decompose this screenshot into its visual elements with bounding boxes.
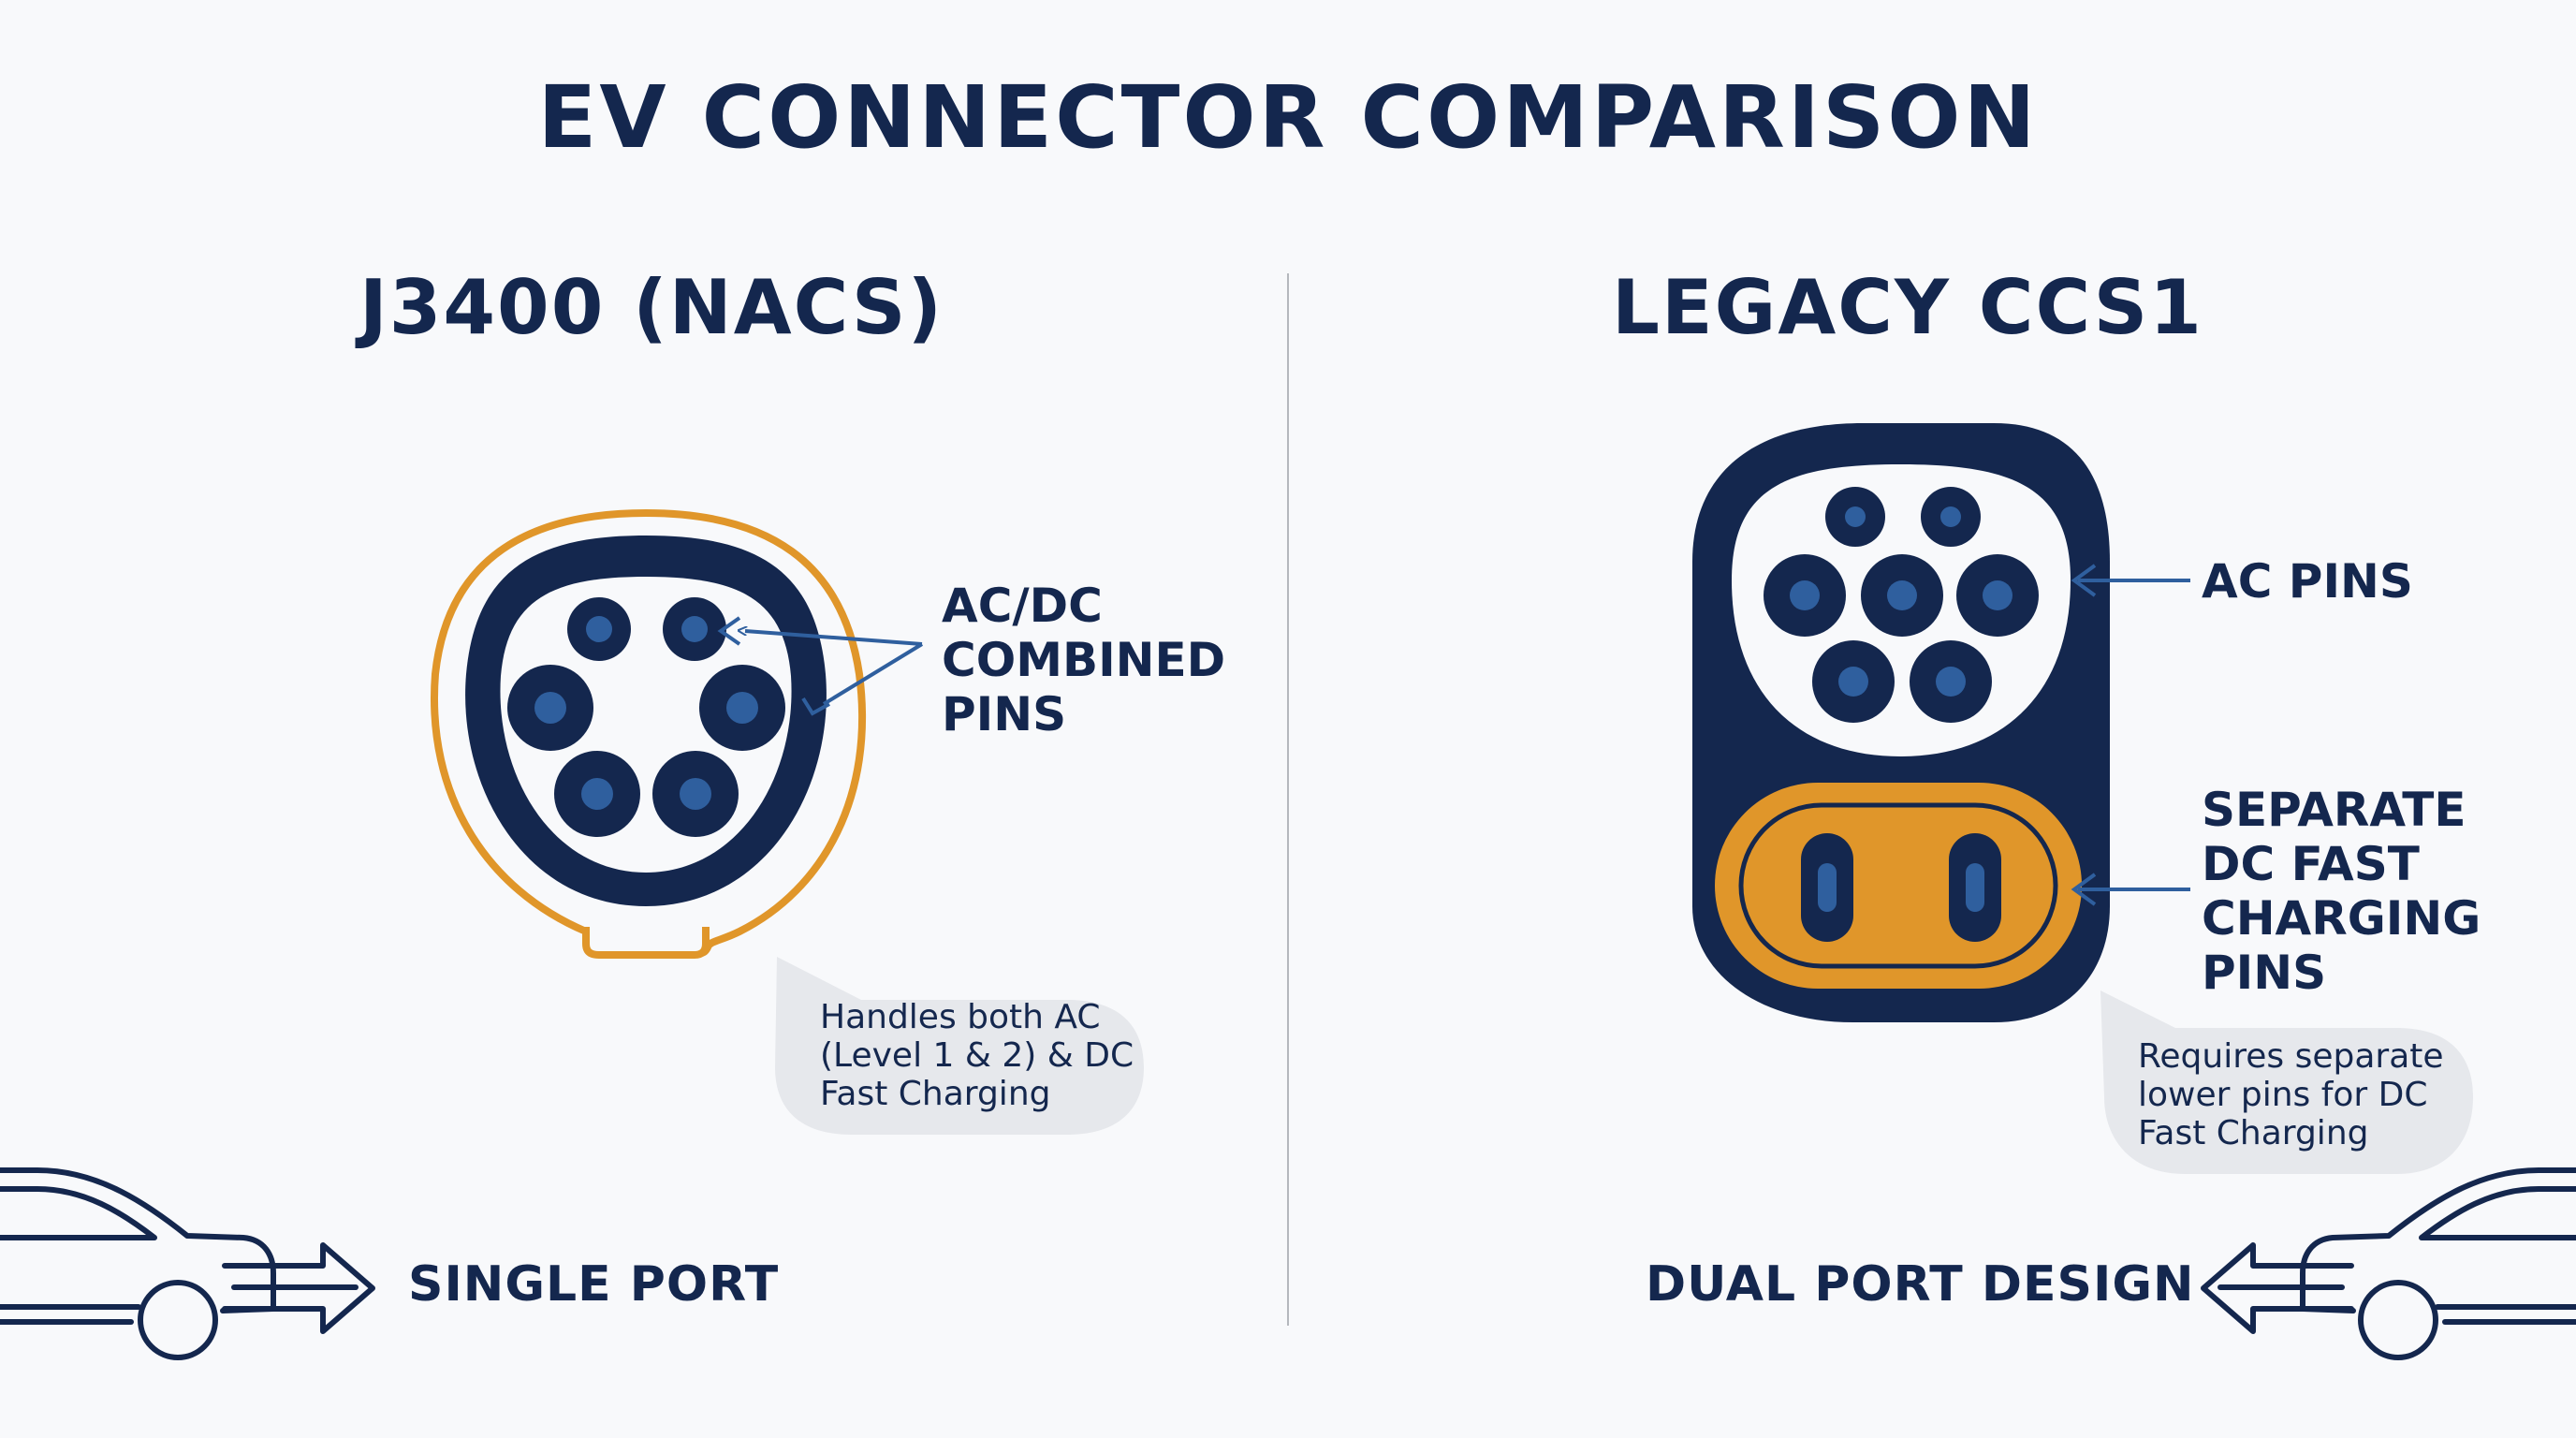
- nacs-pin: [507, 665, 593, 751]
- callout-line: SEPARATE: [2202, 783, 2466, 837]
- left-car-outline-icon: [0, 1167, 276, 1360]
- nacs-pin: [652, 751, 739, 837]
- dual-port-label: DUAL PORT DESIGN: [1646, 1256, 2195, 1313]
- callout-line: DC FAST: [2202, 837, 2420, 891]
- ccs1-note: Requires separate lower pins for DC Fast…: [2138, 1037, 2444, 1152]
- nacs-pins-callout: AC/DC COMBINED PINS: [942, 579, 1225, 741]
- callout-line: COMBINED: [942, 633, 1226, 687]
- nacs-callout-arrows: [717, 616, 924, 716]
- center-divider: [1287, 273, 1289, 1326]
- ccs1-callout-arrows: [2071, 564, 2190, 906]
- callout-line: PINS: [942, 687, 1067, 741]
- note-line: Fast Charging: [2138, 1114, 2369, 1152]
- nacs-bottom-tab: [582, 927, 710, 959]
- ccs1-ac-pin: [1910, 640, 1992, 723]
- callout-line: PINS: [2202, 946, 2327, 1000]
- note-line: Fast Charging: [820, 1075, 1051, 1113]
- ccs1-ac-pins-callout: AC PINS: [2202, 554, 2413, 609]
- right-heading: LEGACY CCS1: [1612, 264, 2203, 351]
- note-line: Handles both AC: [820, 998, 1101, 1036]
- left-double-arrow-right-icon: [222, 1242, 375, 1334]
- nacs-note-bubble: [775, 957, 1144, 1135]
- ccs1-dc-pin: [1949, 833, 2001, 942]
- note-line: lower pins for DC: [2138, 1076, 2428, 1114]
- nacs-pin: [699, 665, 785, 751]
- ccs1-ac-pin: [1825, 487, 1885, 547]
- ccs1-note-bubble: [2100, 990, 2473, 1174]
- ccs1-dc-inner-outline: [1738, 802, 2058, 969]
- left-heading: J3400 (NACS): [359, 264, 944, 351]
- callout-line: CHARGING: [2202, 891, 2481, 946]
- single-port-label: SINGLE PORT: [408, 1256, 780, 1313]
- nacs-connector: [431, 508, 867, 959]
- ccs1-ac-pin: [1921, 487, 1981, 547]
- nacs-note: Handles both AC (Level 1 & 2) & DC Fast …: [820, 998, 1134, 1113]
- nacs-pin: [554, 751, 640, 837]
- ccs1-connector: [1692, 423, 2110, 1022]
- note-line: Requires separate: [2138, 1037, 2444, 1076]
- page-title: EV CONNECTOR COMPARISON: [537, 67, 2039, 168]
- ccs1-ac-pin: [1764, 554, 1846, 637]
- ccs1-dc-socket: [1715, 783, 2082, 989]
- ccs1-dc-pins-callout: SEPARATE DC FAST CHARGING PINS: [2202, 783, 2481, 1000]
- nacs-pin: [663, 597, 726, 661]
- right-car-outline-icon: [2300, 1167, 2576, 1360]
- ccs1-dc-pin: [1801, 833, 1853, 942]
- callout-line: AC/DC: [942, 579, 1103, 633]
- ccs1-ac-pin: [1861, 554, 1943, 637]
- ccs1-ac-pin: [1812, 640, 1895, 723]
- note-line: (Level 1 & 2) & DC: [820, 1036, 1134, 1075]
- ccs1-ac-pin: [1956, 554, 2039, 637]
- nacs-pin: [567, 597, 631, 661]
- right-double-arrow-left-icon: [2201, 1242, 2354, 1334]
